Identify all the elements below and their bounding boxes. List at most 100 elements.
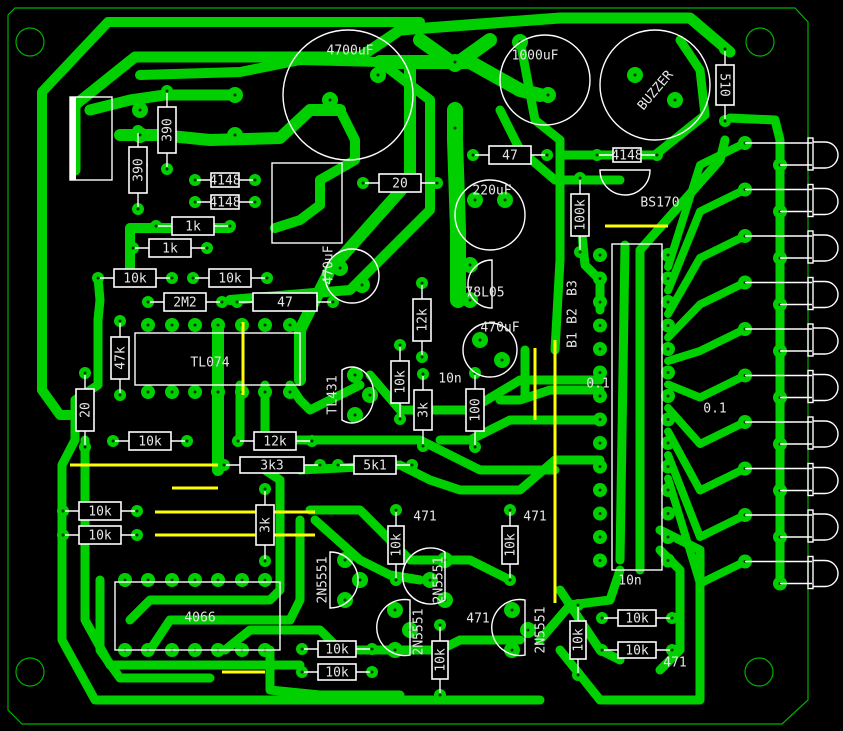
- component-body: [317, 640, 357, 658]
- component-r-100k: 100k: [570, 180, 590, 250]
- drill-hole: [666, 371, 670, 374]
- drill-hole: [300, 647, 304, 651]
- drill-hole: [453, 126, 457, 130]
- drill-hole: [328, 98, 332, 102]
- drill-hole: [331, 300, 335, 304]
- led-trace: [664, 427, 749, 495]
- drill-hole: [353, 413, 357, 417]
- led-trace: [664, 404, 749, 448]
- transistor-2n5551-c-outline: [376, 598, 411, 657]
- drill-hole: [598, 324, 602, 327]
- drill-hole: [578, 250, 582, 254]
- drill-hole: [421, 444, 425, 448]
- led-flange: [807, 137, 814, 171]
- component-body: [75, 388, 95, 432]
- drill-hole: [473, 445, 477, 449]
- drill-hole: [228, 224, 232, 228]
- led-7: [745, 416, 839, 450]
- component-q-2n5551d: 2N5551: [534, 607, 549, 654]
- component-b3: B3: [566, 280, 581, 296]
- component-r-20a: 20: [365, 173, 435, 193]
- component-body: [570, 193, 590, 237]
- drill-hole: [598, 347, 602, 351]
- silkscreen: [69, 29, 711, 657]
- drill-hole: [546, 93, 550, 97]
- transistor-tl431-outline: [341, 366, 375, 424]
- drill-hole: [310, 439, 314, 443]
- component-label: 47k: [114, 346, 129, 370]
- ic-driver-outline: [611, 243, 663, 571]
- component-r-12ka: 12k: [412, 285, 432, 355]
- led-6: [745, 369, 839, 404]
- drill-hole: [500, 358, 504, 362]
- drill-hole: [361, 181, 365, 185]
- drill-hole: [598, 465, 602, 468]
- component-d-4148a: 4148: [197, 172, 253, 189]
- drill-hole: [598, 559, 602, 562]
- component-d-4148b: 4148: [197, 194, 253, 211]
- drill-hole: [191, 276, 195, 280]
- drill-hole: [135, 509, 139, 513]
- component-label: 2N5551: [412, 609, 427, 656]
- drill-hole: [438, 623, 442, 627]
- component-label: B3: [566, 280, 581, 296]
- relay-outline: [271, 162, 343, 244]
- component-label: 10k: [394, 370, 409, 394]
- component-label: 100: [469, 398, 484, 421]
- component-body: [390, 360, 410, 404]
- drill-hole: [598, 277, 602, 280]
- drill-hole: [655, 153, 659, 157]
- drill-hole: [263, 487, 267, 491]
- component-r-10kn: 10k: [604, 641, 670, 659]
- component-label: 471: [523, 510, 546, 525]
- led-dome: [813, 141, 839, 169]
- component-label: 20: [392, 177, 408, 192]
- led-dome: [813, 466, 839, 495]
- led-trace: [664, 371, 749, 402]
- drill-hole: [353, 373, 357, 377]
- component-label: 510: [717, 73, 732, 96]
- component-label: 10k: [325, 643, 349, 658]
- drill-hole: [600, 616, 604, 620]
- component-label: 2N5551: [534, 607, 549, 654]
- component-body: [715, 64, 735, 106]
- component-c-10nb: 10n: [618, 574, 641, 589]
- drill-hole: [673, 98, 677, 102]
- component-label: 390: [161, 118, 176, 141]
- capacitor-1000uf-outline: [499, 34, 591, 126]
- drill-hole: [240, 578, 244, 582]
- drill-hole: [468, 298, 472, 302]
- component-q-bs170: BS170: [640, 196, 679, 211]
- drill-hole: [598, 394, 602, 398]
- component-u-78l05: 78L05: [465, 286, 504, 301]
- component-label: B1: [566, 332, 581, 348]
- drill-hole: [263, 323, 267, 327]
- led-trace: [664, 451, 749, 541]
- component-r-10ki: 10k: [387, 512, 405, 578]
- drill-hole: [410, 463, 414, 467]
- component-label: 10n: [618, 574, 641, 589]
- component-label: 2N5551: [316, 557, 331, 604]
- drill-hole: [300, 670, 304, 674]
- led-dome: [813, 280, 839, 309]
- jumper-wires: [70, 224, 668, 674]
- component-c-47: 47: [239, 292, 331, 312]
- drill-hole: [61, 509, 65, 513]
- mounting-hole-bl: [15, 657, 45, 687]
- drill-hole: [666, 347, 670, 351]
- drill-hole: [666, 488, 670, 492]
- component-label: 10k: [434, 648, 449, 672]
- component-r-10kh: 10k: [304, 663, 370, 681]
- component-label: 10k: [572, 628, 587, 652]
- component-label: 20: [79, 402, 94, 418]
- drill-hole: [235, 300, 239, 304]
- led-flange: [807, 462, 814, 497]
- drill-hole: [666, 394, 670, 398]
- drill-hole: [398, 417, 402, 421]
- transistor-2n5551-d-outline: [491, 598, 526, 657]
- component-body: [612, 147, 642, 163]
- led-flange: [807, 230, 814, 264]
- drill-hole: [666, 277, 670, 280]
- drill-hole: [370, 670, 374, 674]
